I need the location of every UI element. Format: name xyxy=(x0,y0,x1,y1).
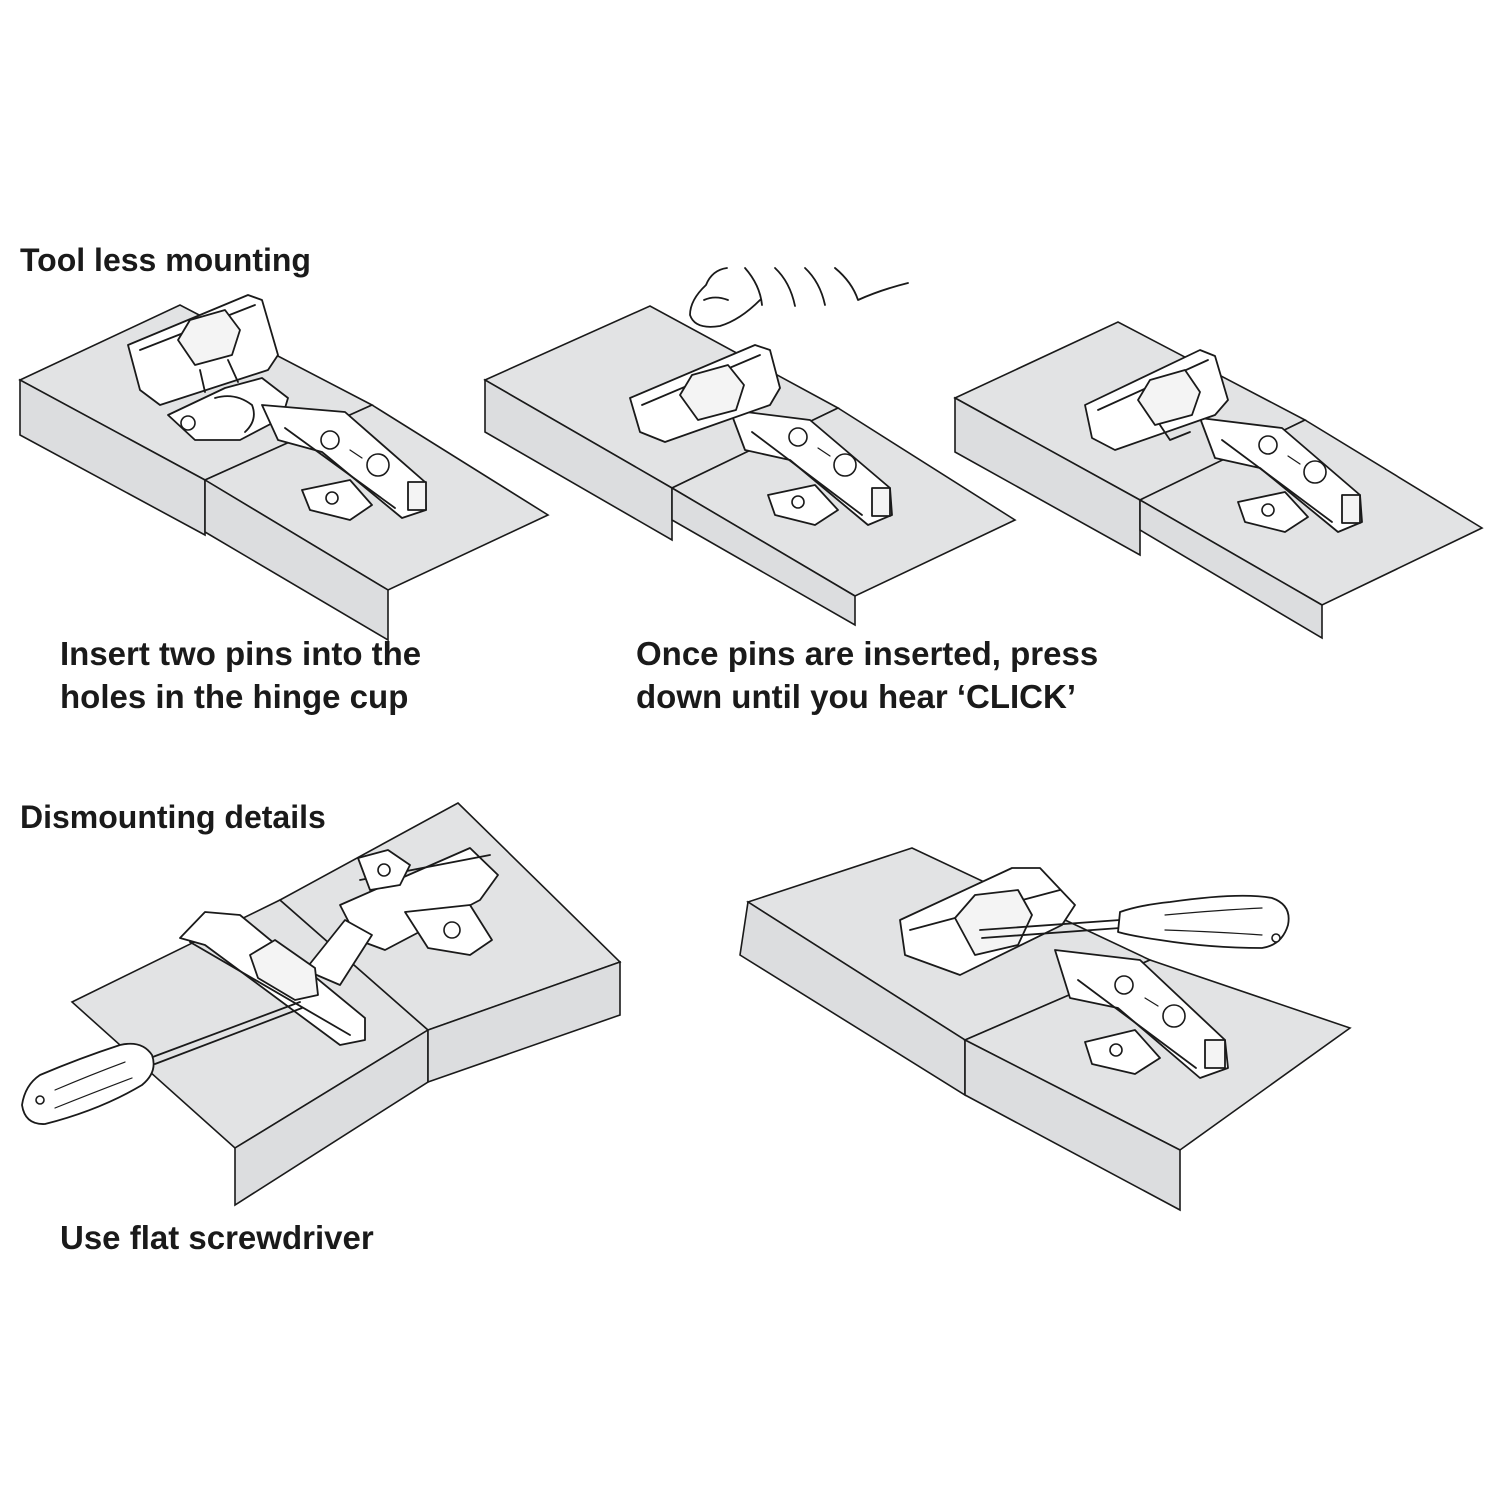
insert-pins-caption-line2: holes in the hinge cup xyxy=(60,678,409,715)
step3-mounting-plate-icon xyxy=(1084,349,1229,451)
step2-mounting-plate-icon xyxy=(629,344,781,443)
screwdriver-caption: Use flat screwdriver xyxy=(60,1219,374,1256)
step3-hinge-icon xyxy=(1199,417,1363,533)
step5-mounting-plate-icon xyxy=(899,867,1076,976)
press-down-caption-line1: Once pins are inserted, press xyxy=(636,635,1099,672)
step1-hinge-icon xyxy=(167,377,427,521)
step1-boards xyxy=(18,304,550,642)
step4-mounting-plate-icon xyxy=(179,911,366,1046)
finger-icon xyxy=(689,267,909,328)
step2-hinge-icon xyxy=(729,409,893,526)
mounting-heading: Tool less mounting xyxy=(20,242,311,278)
step5-hinge-icon xyxy=(1054,949,1229,1079)
step1-mounting-plate-icon xyxy=(127,294,279,406)
step3-clicked xyxy=(953,321,1484,640)
screwdriver-icon-left xyxy=(21,1001,303,1125)
step1-hinge-separated xyxy=(18,294,550,642)
insert-pins-caption-line1: Insert two pins into the xyxy=(60,635,422,672)
step2-press-down xyxy=(483,267,1017,627)
dismounting-heading: Dismounting details xyxy=(20,799,326,835)
step4-dismount-lever xyxy=(21,802,622,1207)
press-down-caption-line2: down until you hear ‘CLICK’ xyxy=(636,678,1076,715)
step5-dismount-release xyxy=(739,847,1352,1212)
screwdriver-icon-right xyxy=(979,894,1290,949)
step4-hinge-icon xyxy=(304,847,499,986)
